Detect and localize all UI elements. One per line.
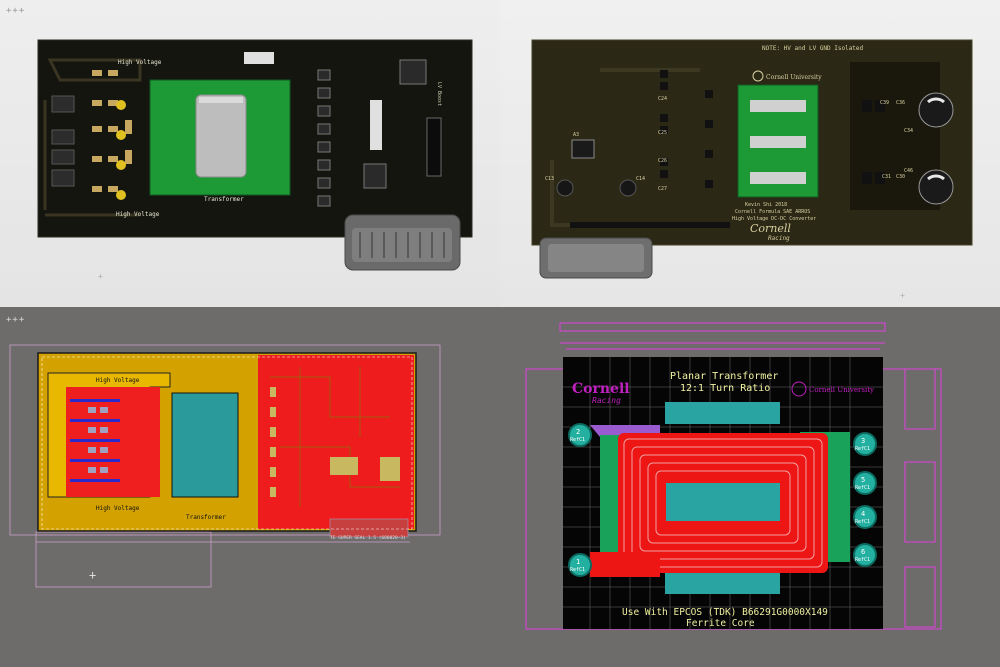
- panel-layout-editor[interactable]: +++ High Voltag: [0, 307, 500, 667]
- panel-transformer-layout[interactable]: Cornell Racing Planar Transformer 12:1 T…: [500, 307, 1000, 667]
- svg-text:C27: C27: [658, 186, 667, 192]
- svg-text:Transformer: Transformer: [204, 196, 244, 203]
- svg-text:C34: C34: [904, 128, 913, 134]
- svg-text:Cornell University: Cornell University: [766, 74, 822, 81]
- svg-text:4: 4: [861, 510, 865, 518]
- transformer-pads: 2 RefC1 1 RefC1 3 RefC1 5 RefC1 4 RefC1 …: [568, 423, 877, 577]
- svg-text:Racing: Racing: [592, 396, 621, 405]
- svg-text:NOTE: HV and LV GND Isolated: NOTE: HV and LV GND Isolated: [762, 45, 864, 52]
- svg-text:3: 3: [861, 437, 865, 445]
- pcb-layout-canvas: High Voltage High Voltage Transformer TE…: [9, 344, 441, 588]
- svg-text:C36: C36: [896, 100, 905, 106]
- svg-text:Cornell University: Cornell University: [809, 386, 874, 394]
- svg-text:Cornell Formula SAE ARROS: Cornell Formula SAE ARROS: [735, 209, 810, 215]
- svg-text:Ferrite Core: Ferrite Core: [686, 618, 755, 629]
- svg-text:+: +: [89, 568, 96, 582]
- svg-text:High Voltage DC-DC Converter: High Voltage DC-DC Converter: [732, 216, 816, 222]
- svg-text:1: 1: [576, 558, 580, 566]
- svg-text:C13: C13: [545, 176, 554, 182]
- svg-text:12:1 Turn Ratio: 12:1 Turn Ratio: [680, 383, 770, 394]
- panel-3d-bottom[interactable]: NOTE: HV and LV GND Isolated Cornell Uni…: [500, 0, 1000, 307]
- viewport-marker: +++: [6, 6, 26, 16]
- svg-text:C26: C26: [658, 158, 667, 164]
- svg-text:C46: C46: [904, 168, 913, 174]
- svg-text:C31: C31: [882, 174, 891, 180]
- svg-text:High Voltage: High Voltage: [118, 59, 162, 66]
- svg-text:5: 5: [861, 476, 865, 484]
- svg-text:Transformer: Transformer: [186, 514, 226, 521]
- transformer-canvas: Cornell Racing Planar Transformer 12:1 T…: [525, 322, 942, 630]
- svg-text:RefC1: RefC1: [855, 519, 870, 525]
- svg-text:C30: C30: [896, 174, 905, 180]
- svg-text:C24: C24: [658, 96, 667, 102]
- svg-text:Planar Transformer: Planar Transformer: [670, 371, 778, 382]
- svg-text:Cornell: Cornell: [750, 222, 791, 235]
- svg-text:2: 2: [576, 428, 580, 436]
- svg-text:Racing: Racing: [768, 235, 790, 242]
- svg-text:RefC1: RefC1: [855, 485, 870, 491]
- svg-text:RefC1: RefC1: [855, 557, 870, 563]
- svg-text:6: 6: [861, 548, 865, 556]
- svg-text:A3: A3: [573, 132, 579, 138]
- svg-text:C14: C14: [636, 176, 645, 182]
- svg-text:RefC1: RefC1: [570, 437, 585, 443]
- viewport-marker: +++: [6, 315, 26, 325]
- svg-text:TE SUPER SEAL 1.5 (680020-3): TE SUPER SEAL 1.5 (680020-3): [330, 535, 406, 541]
- svg-text:RefC1: RefC1: [855, 446, 870, 452]
- svg-text:High Voltage: High Voltage: [96, 505, 140, 512]
- panel-3d-top[interactable]: +++: [0, 0, 500, 307]
- pcb-bottom-render: NOTE: HV and LV GND Isolated Cornell Uni…: [531, 39, 973, 300]
- svg-text:C39: C39: [880, 100, 889, 106]
- svg-text:C25: C25: [658, 130, 667, 136]
- svg-text:+: +: [900, 291, 905, 300]
- svg-text:High Voltage: High Voltage: [116, 211, 160, 218]
- svg-text:Use With EPCOS (TDK) B66291G00: Use With EPCOS (TDK) B66291G0000X149: [622, 607, 828, 618]
- svg-text:Cornell: Cornell: [572, 381, 630, 397]
- svg-text:RefC1: RefC1: [570, 567, 585, 573]
- svg-text:High Voltage: High Voltage: [96, 377, 140, 384]
- svg-text:LV Boost: LV Boost: [436, 82, 442, 106]
- svg-text:+: +: [98, 272, 103, 281]
- pcb-top-render: High Voltage High Voltage Transformer LV: [37, 39, 473, 281]
- svg-text:Kevin Shi 2018: Kevin Shi 2018: [745, 202, 787, 208]
